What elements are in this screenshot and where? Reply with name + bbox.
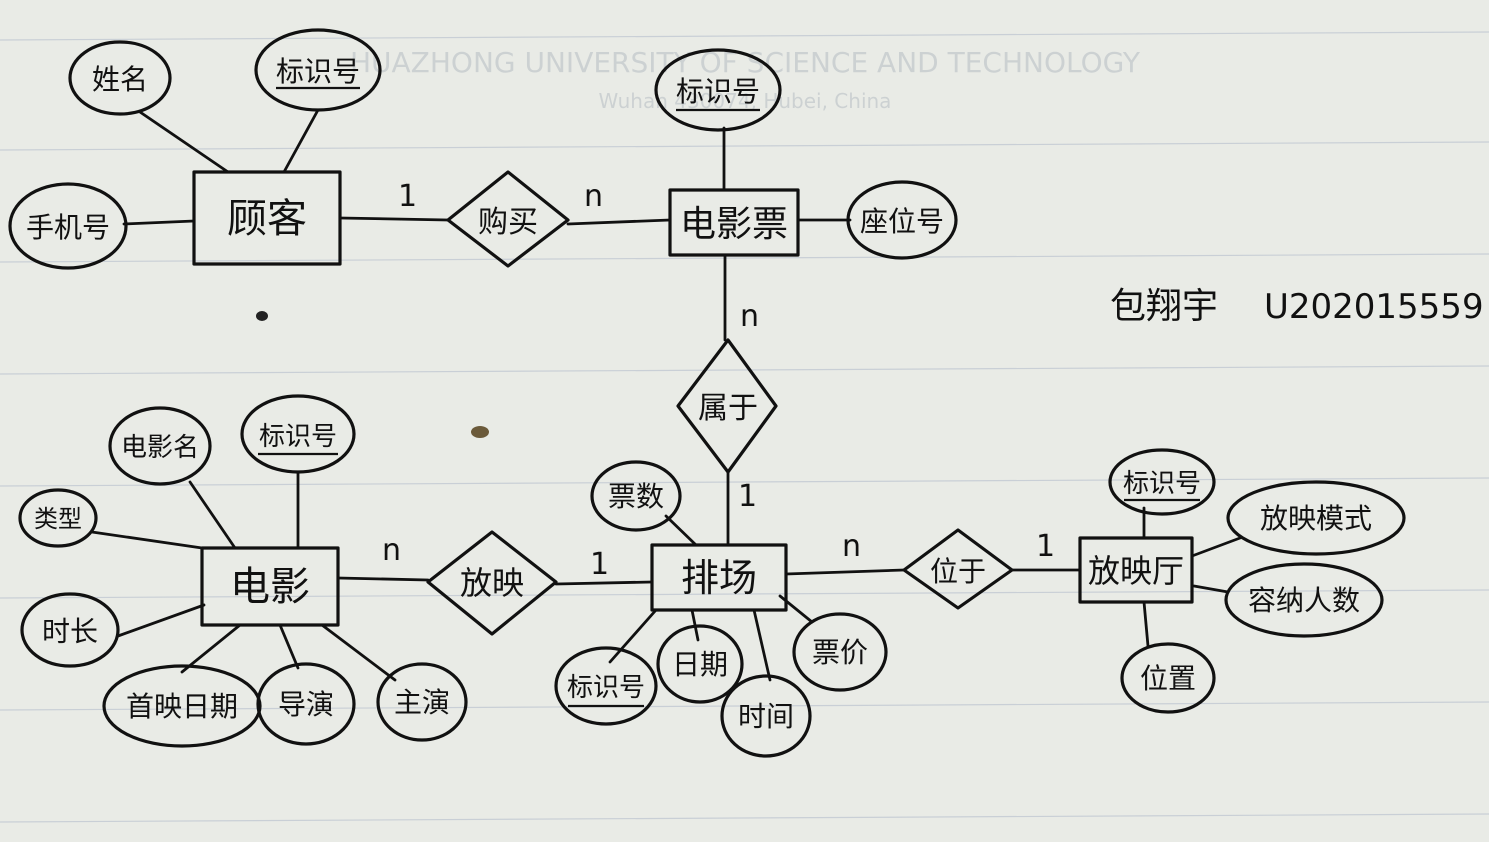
attr-screening-time-label: 时间	[738, 700, 794, 733]
attr-screening-tickets-label: 票数	[608, 480, 664, 513]
entity-movie: 电影	[200, 546, 340, 627]
attr-movie-type-label: 类型	[34, 505, 82, 533]
attr-ticket-seat: 座位号	[846, 180, 958, 260]
attr-movie-premiere: 首映日期	[102, 664, 262, 748]
card-belong-ticket: n	[740, 299, 759, 334]
attr-customer-name-label: 姓名	[92, 63, 148, 96]
attr-movie-type: 类型	[18, 488, 98, 548]
attr-movie-name: 电影名	[108, 406, 212, 486]
card-located-hall: 1	[1036, 529, 1055, 564]
attr-ticket-seat-label: 座位号	[860, 205, 944, 238]
ink-spot	[471, 426, 489, 438]
attr-screening-id: 标识号	[554, 646, 658, 726]
attr-movie-name-label: 电影名	[121, 433, 199, 463]
entity-ticket: 电影票	[668, 188, 800, 257]
attr-screening-tickets: 票数	[590, 460, 682, 532]
attr-movie-duration: 时长	[20, 592, 120, 668]
entity-screening-label: 排场	[681, 556, 757, 600]
card-buy-ticket: n	[584, 179, 603, 214]
attr-movie-id-label: 标识号	[259, 422, 337, 452]
attr-hall-mode: 放映模式	[1226, 480, 1406, 556]
relationship-belong: 属于	[676, 338, 778, 474]
attr-hall-id-label: 标识号	[1123, 469, 1201, 499]
card-show-screening: 1	[590, 547, 609, 582]
author-name: 包翔宇	[1110, 286, 1218, 327]
attr-screening-price: 票价	[792, 612, 888, 692]
attr-screening-date-label: 日期	[672, 648, 728, 681]
relationship-located-label: 位于	[930, 555, 986, 588]
card-buy-customer: 1	[398, 179, 417, 214]
attr-ticket-id: 标识号	[654, 48, 782, 132]
relationship-buy: 购买	[446, 170, 570, 268]
attr-movie-premiere-label: 首映日期	[126, 690, 238, 723]
watermark-line1: HUAZHONG UNIVERSITY OF SCIENCE AND TECHN…	[350, 46, 1141, 79]
attr-hall-location: 位置	[1120, 642, 1216, 714]
attr-screening-time: 时间	[720, 674, 812, 758]
attr-movie-lead: 主演	[376, 662, 468, 742]
attr-hall-location-label: 位置	[1140, 662, 1196, 695]
entity-hall-label: 放映厅	[1088, 552, 1184, 590]
attr-ticket-id-label: 标识号	[676, 75, 760, 108]
card-show-movie: n	[382, 533, 401, 568]
card-belong-screening: 1	[738, 479, 757, 514]
attr-screening-id-label: 标识号	[567, 673, 645, 703]
attr-movie-director: 导演	[256, 662, 356, 746]
entity-customer: 顾客	[192, 170, 342, 266]
attr-hall-id: 标识号	[1108, 448, 1216, 516]
attr-customer-phone-label: 手机号	[26, 211, 110, 244]
relationship-show: 放映	[426, 530, 558, 636]
attr-movie-director-label: 导演	[278, 688, 334, 721]
entity-customer-label: 顾客	[227, 196, 307, 242]
author-id: U202015559	[1264, 287, 1484, 327]
attr-movie-duration-label: 时长	[42, 615, 98, 648]
attr-hall-capacity: 容纳人数	[1224, 562, 1384, 638]
entity-screening: 排场	[650, 543, 788, 612]
entity-ticket-label: 电影票	[680, 204, 788, 245]
attr-customer-name: 姓名	[68, 40, 172, 116]
attr-customer-phone: 手机号	[8, 182, 128, 270]
attr-hall-capacity-label: 容纳人数	[1248, 584, 1360, 617]
connector-lines	[90, 108, 1242, 682]
attr-screening-date: 日期	[656, 624, 744, 704]
attr-movie-lead-label: 主演	[394, 686, 450, 719]
relationship-buy-label: 购买	[478, 205, 538, 240]
relationship-located: 位于	[902, 528, 1014, 610]
paper-ruling	[0, 31, 1489, 823]
attr-customer-id: 标识号	[254, 28, 382, 112]
entity-movie-label: 电影	[230, 564, 310, 610]
attr-screening-price-label: 票价	[812, 636, 868, 669]
attr-customer-id-label: 标识号	[276, 55, 360, 88]
attr-hall-mode-label: 放映模式	[1260, 502, 1372, 535]
card-located-screening: n	[842, 529, 861, 564]
relationship-show-label: 放映	[460, 564, 524, 602]
attr-movie-id: 标识号	[240, 394, 356, 474]
ink-spot	[256, 311, 268, 321]
entity-hall: 放映厅	[1078, 536, 1194, 604]
relationship-belong-label: 属于	[698, 391, 758, 426]
